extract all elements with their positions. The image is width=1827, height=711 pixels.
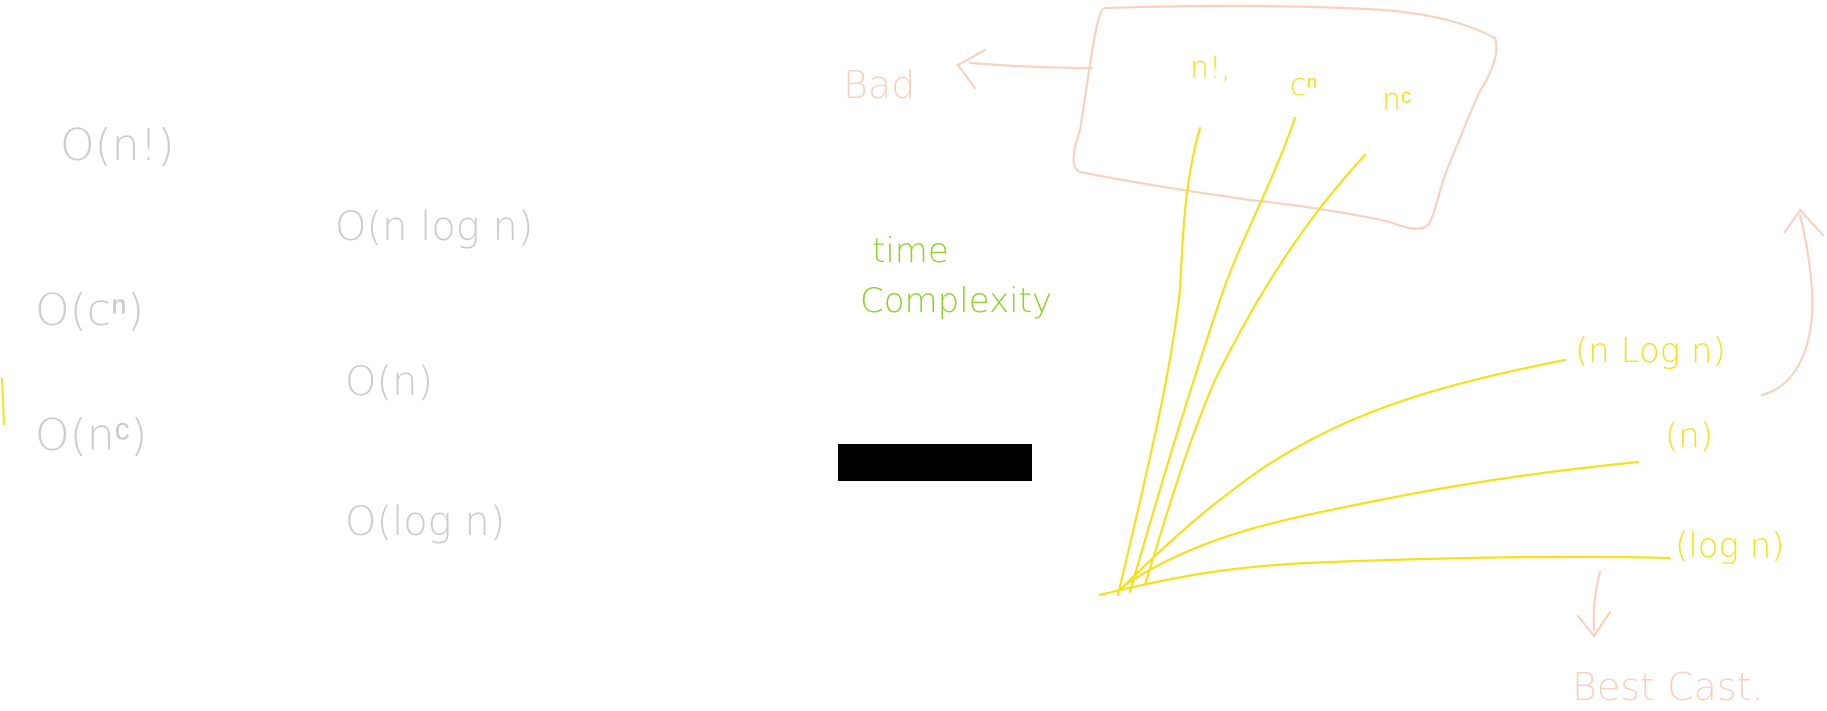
growth-curves: [1098, 116, 1672, 597]
curve-n-log-n: [1118, 358, 1567, 592]
mid-complexity-list: O(n log n) O(n) O(log n): [335, 204, 533, 545]
complexity-n-log-n: O(n log n): [335, 204, 533, 250]
left-complexity-list: O(n!) O(cⁿ) O(nᶜ): [35, 120, 175, 461]
complexity-factorial: O(n!): [60, 120, 175, 171]
right-label-n-log-n: (n Log n): [1575, 331, 1726, 371]
box-label-polynomial: nᶜ: [1382, 83, 1412, 118]
curve-factorial: [1116, 126, 1202, 597]
redaction-bar: [838, 444, 1032, 481]
title-line-2: Complexity: [860, 281, 1052, 321]
curve-exponential: [1128, 116, 1297, 594]
bad-arrow: [956, 48, 1094, 90]
curve-polynomial: [1143, 153, 1367, 587]
box-label-factorial: n!,: [1190, 51, 1231, 86]
title-line-1: time: [872, 231, 949, 271]
curve-log-n: [1098, 555, 1672, 597]
complexity-polynomial: O(nᶜ): [35, 410, 147, 461]
complexity-exponential: O(cⁿ): [35, 285, 144, 336]
bad-label: Bad: [843, 63, 915, 107]
upward-arrow: [1760, 208, 1825, 397]
best-case-label: Best Cast.: [1572, 665, 1764, 709]
right-label-log-n: (log n): [1675, 526, 1785, 566]
complexity-log-n: O(log n): [345, 499, 505, 545]
complexity-linear: O(n): [345, 359, 433, 405]
box-label-exponential: cⁿ: [1290, 68, 1317, 103]
stray-mark: [1, 377, 5, 426]
curve-linear: [1123, 460, 1640, 587]
best-arrow: [1576, 570, 1612, 638]
right-label-linear: (n): [1665, 416, 1713, 456]
bad-region-box: [1072, 4, 1498, 230]
